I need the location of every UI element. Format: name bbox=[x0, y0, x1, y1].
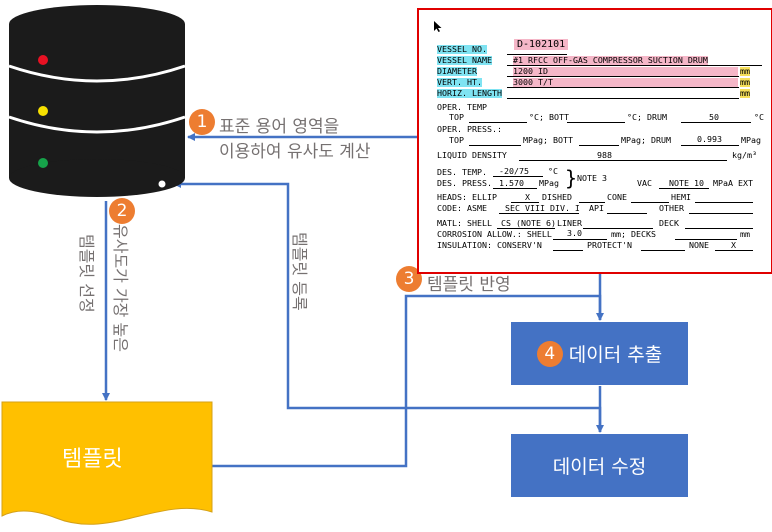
database-icon bbox=[8, 5, 186, 197]
step-3-label: 템플릿 반영 bbox=[427, 275, 511, 295]
oper-temp-drum: °C; DRUM bbox=[627, 112, 667, 122]
vac-label: VAC bbox=[637, 178, 652, 188]
vert-ht-unit: mm bbox=[740, 77, 750, 87]
liquid-density-value: 988 bbox=[597, 150, 612, 160]
horiz-length-unit: mm bbox=[740, 88, 750, 98]
corrosion-unit: mm; DECKS bbox=[611, 229, 656, 239]
vert-ht-value: 3000 T/T bbox=[513, 78, 738, 87]
horiz-length-label: HORIZ. LENGTH bbox=[437, 88, 502, 98]
oper-press-drum-value: 0.993 bbox=[697, 134, 722, 144]
dished-label: DISHED bbox=[542, 192, 572, 202]
modify-data-box: 데이터 수정 bbox=[511, 434, 688, 497]
vessel-no-value: D-102101 bbox=[514, 39, 569, 50]
step-2-label-b: 템플릿 선정 bbox=[77, 234, 96, 313]
step-2-badge: 2 bbox=[109, 198, 135, 224]
oper-temp-drum-value: 50 bbox=[709, 112, 719, 122]
matl-value: CS (NOTE 6) bbox=[501, 218, 556, 228]
des-press-label: DES. PRESS. bbox=[437, 178, 492, 188]
des-temp-label: DES. TEMP. bbox=[437, 167, 487, 177]
diameter-unit: mm bbox=[740, 66, 750, 76]
vessel-name-value: #1 RFCC OFF-GAS COMPRESSOR SUCTION DRUM bbox=[513, 55, 708, 65]
oper-temp-label: OPER. TEMP bbox=[437, 102, 487, 112]
code-value: SEC VIII DIV. I bbox=[505, 203, 580, 213]
vac-unit: MPaA EXT bbox=[713, 178, 753, 188]
oper-temp-unit: °C bbox=[754, 112, 764, 122]
des-temp-unit: °C bbox=[548, 166, 558, 176]
vessel-data-sheet: VESSEL NO. D-102101 VESSEL NAME #1 RFCC … bbox=[417, 8, 772, 274]
template-document-shape bbox=[1, 401, 213, 525]
step-1-badge: 1 bbox=[189, 109, 215, 135]
insulation-label: INSULATION: CONSERV'N bbox=[437, 240, 542, 250]
des-press-value: 1.570 bbox=[499, 178, 524, 188]
vert-ht-label: VERT. HT. bbox=[437, 77, 482, 87]
step-2-label-a: 유사도가 가장 높은 bbox=[111, 224, 130, 352]
liquid-density-unit: kg/m³ bbox=[732, 150, 757, 160]
hemi-label: HEMI bbox=[671, 192, 691, 202]
none-label: NONE bbox=[689, 240, 709, 250]
diameter-label: DIAMETER bbox=[437, 66, 477, 76]
modify-data-label: 데이터 수정 bbox=[552, 456, 647, 478]
des-temp-value: -20/75 bbox=[499, 166, 529, 176]
note-3: NOTE 3 bbox=[577, 173, 607, 183]
none-value: X bbox=[731, 240, 736, 250]
deck-label: DECK bbox=[659, 218, 679, 228]
protect-label: PROTECT'N bbox=[587, 240, 632, 250]
des-press-unit: MPag bbox=[539, 178, 559, 188]
step-4-badge: 4 bbox=[536, 340, 563, 367]
corrosion-label: CORROSION ALLOW.: SHELL bbox=[437, 229, 552, 239]
step-1-label-line1: 표준 용어 영역을 bbox=[219, 117, 340, 137]
api-label: API bbox=[589, 203, 604, 213]
oper-press-unit: MPag bbox=[741, 135, 761, 145]
cone-label: CONE bbox=[607, 192, 627, 202]
oper-press-label: OPER. PRESS.: bbox=[437, 124, 502, 134]
oper-press-bott: MPag; BOTT bbox=[523, 135, 573, 145]
oper-press-drum: MPag; DRUM bbox=[621, 135, 671, 145]
diameter-value: 1200 ID bbox=[513, 67, 738, 76]
heads-label: HEADS: ELLIP bbox=[437, 192, 497, 202]
step-1-label-line2: 이용하여 유사도 계산 bbox=[219, 142, 371, 162]
register-label: 템플릿 등록 bbox=[290, 232, 309, 311]
code-label: CODE: ASME bbox=[437, 203, 487, 213]
corrosion-unit-2: mm bbox=[740, 229, 750, 239]
liner-label: LINER bbox=[557, 218, 582, 228]
oper-temp-top: TOP bbox=[449, 112, 464, 122]
extract-data-box: 4 데이터 추출 bbox=[511, 322, 688, 385]
heads-value: X bbox=[525, 192, 530, 202]
oper-press-top: TOP bbox=[449, 135, 464, 145]
oper-temp-bott: °C; BOTT bbox=[529, 112, 569, 122]
template-document-label: 템플릿 bbox=[62, 447, 123, 472]
corrosion-value: 3.0 bbox=[567, 228, 582, 238]
other-label: OTHER bbox=[659, 203, 684, 213]
brace: } bbox=[565, 166, 578, 190]
vessel-no-label: VESSEL NO. bbox=[437, 44, 487, 54]
vessel-name-label: VESSEL NAME bbox=[437, 55, 492, 65]
cursor-icon bbox=[434, 21, 442, 32]
matl-label: MATL: SHELL bbox=[437, 218, 492, 228]
vac-value: NOTE 10 bbox=[669, 178, 704, 188]
liquid-density-label: LIQUID DENSITY bbox=[437, 150, 507, 160]
extract-data-label: 데이터 추출 bbox=[568, 344, 663, 366]
